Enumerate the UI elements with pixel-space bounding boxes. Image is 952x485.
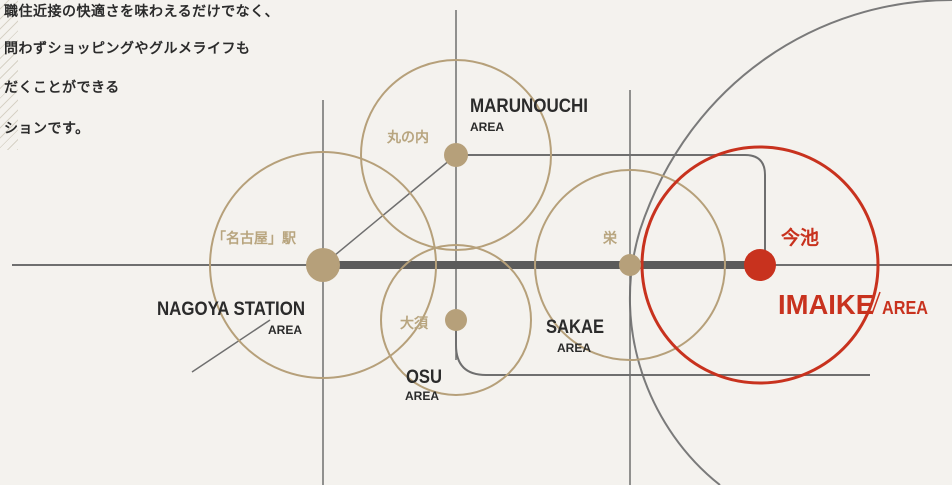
nagoya-area-circle (209, 151, 437, 379)
nagoya-jp-label: 「名古屋」駅 (212, 230, 297, 247)
imaike-jp-label: 今池 (780, 226, 819, 249)
nagoya-station-dot (306, 248, 340, 282)
sakae-jp-label: 栄 (602, 230, 618, 247)
imaike-slash (871, 291, 881, 315)
osu-jp-label: 大須 (400, 315, 429, 332)
osu-station-dot (445, 309, 467, 331)
marunouchi-area-label: AREA (470, 120, 504, 134)
osu-east-line (455, 330, 870, 376)
intro-line-2: 問わずショッピングやグルメライフも (4, 41, 251, 57)
intro-line-4: ションです。 (4, 121, 90, 137)
hatch-decoration (0, 0, 18, 150)
curved-rail-line (628, 0, 952, 485)
nagoya-label-pointer (191, 319, 271, 373)
nagoya-en-label: NAGOYA STATION (157, 299, 305, 320)
imaike-en-label: IMAIKE (778, 289, 874, 320)
marunouchi-en-label: MARUNOUCHI (470, 96, 588, 117)
osu-area-circle (380, 244, 532, 396)
sakae-en-label: SAKAE (546, 317, 604, 338)
sakae-area-label: AREA (557, 341, 591, 355)
imaike-station-dot (744, 249, 776, 281)
diagonal-connector (322, 154, 457, 266)
intro-text-block: 職住近接の快適さを味わえるだけでなく、 問わずショッピングやグルメライフも だく… (0, 0, 440, 160)
sakae-area-circle (534, 169, 726, 361)
nagoya-area-label: AREA (268, 323, 302, 337)
marunouchi-station-dot (444, 143, 468, 167)
osu-area-label: AREA (405, 389, 439, 403)
imaike-area-label: AREA (882, 298, 928, 318)
sakae-station-dot (619, 254, 641, 276)
osu-en-label: OSU (406, 367, 442, 388)
imaike-area-circle (640, 145, 880, 385)
marunouchi-area-circle (360, 59, 552, 251)
intro-line-3: だくことができる (4, 80, 120, 96)
marunouchi-jp-label: 丸の内 (386, 129, 429, 146)
intro-line-1: 職住近接の快適さを味わえるだけでなく、 (4, 4, 280, 20)
marunouchi-east-line (456, 154, 766, 265)
